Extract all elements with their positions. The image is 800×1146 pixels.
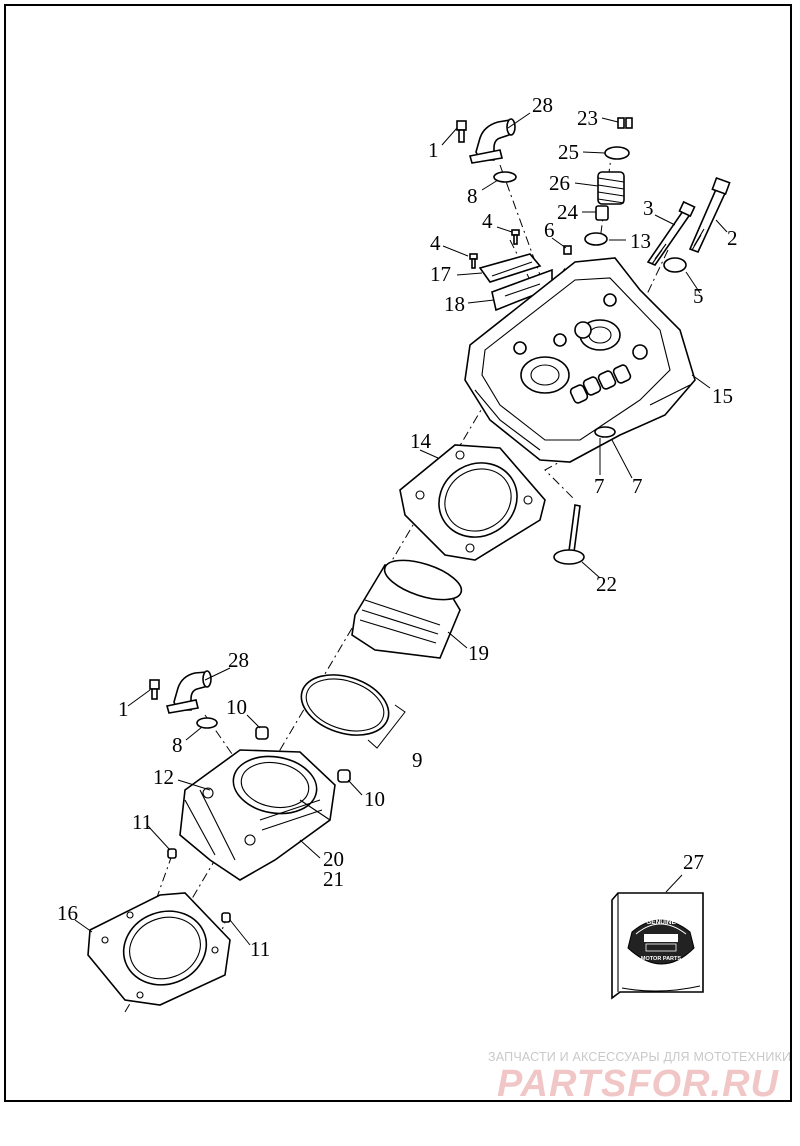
part-4-screw-a — [469, 253, 478, 269]
part-23-keepers — [617, 117, 633, 129]
callout-9: 9 — [412, 748, 423, 772]
callout-12: 12 — [153, 765, 174, 789]
callout-labels: 1 28 8 23 25 26 24 13 3 2 4 4 6 17 18 5 … — [57, 93, 738, 961]
callout-20: 20 — [323, 847, 344, 871]
callout-4-b: 4 — [430, 231, 441, 255]
callout-1-bottom: 1 — [118, 697, 129, 721]
callout-25: 25 — [558, 140, 579, 164]
part-10-dowel-b — [337, 769, 351, 783]
watermark: ЗАПЧАСТИ И АКСЕССУАРЫ ДЛЯ МОТОТЕХНИКИ PA… — [488, 1050, 792, 1105]
badge-bottom-text: MOTOR PARTS — [641, 956, 681, 962]
part-16-base-gasket — [87, 892, 231, 1006]
part-22-valve — [553, 504, 585, 565]
callout-10-a: 10 — [226, 695, 247, 719]
part-11-dowel-a — [167, 848, 177, 859]
callout-7-b: 7 — [632, 474, 643, 498]
part-19-piston — [351, 559, 463, 659]
part-6-dowel — [563, 245, 572, 255]
callout-23: 23 — [577, 106, 598, 130]
badge-top-text: GENUINE — [646, 919, 676, 926]
watermark-tagline: ЗАПЧАСТИ И АКСЕССУАРЫ ДЛЯ МОТОТЕХНИКИ — [488, 1050, 792, 1064]
part-17-clamp — [478, 253, 542, 283]
part-4-screw-b — [511, 229, 520, 245]
callout-8-bottom: 8 — [172, 733, 183, 757]
part-10-dowel-a — [255, 726, 269, 740]
part-14-head-gasket — [399, 444, 546, 561]
part-28-elbow-bottom — [165, 670, 212, 714]
callout-24: 24 — [557, 200, 579, 224]
callout-7-a: 7 — [594, 474, 605, 498]
part-25-retainer — [604, 146, 630, 160]
part-1-bolt-bottom — [149, 679, 160, 700]
diagram-frame — [4, 4, 792, 1102]
callout-2: 2 — [727, 226, 738, 250]
callout-8-top: 8 — [467, 184, 478, 208]
callout-16: 16 — [57, 901, 78, 925]
callout-28-bottom: 28 — [228, 648, 249, 672]
callout-17: 17 — [430, 262, 451, 286]
part-26-valve-spring — [597, 171, 625, 205]
part-9-piston-rings — [300, 674, 406, 749]
part-24-valve-seal — [595, 205, 609, 221]
part-2-head-bolt — [688, 176, 731, 254]
part-20-21-cylinder — [179, 749, 336, 881]
callout-13: 13 — [630, 229, 651, 253]
callout-10-b: 10 — [364, 787, 385, 811]
part-8-oring-bottom — [196, 717, 218, 729]
watermark-logo-text: PARTSFOR.RU — [497, 1063, 779, 1105]
leader-lines — [74, 112, 728, 946]
genuine-motor-parts-logo: GENUINE MOTOR PARTS — [627, 919, 695, 965]
part-28-elbow-top — [468, 118, 516, 164]
part-3-head-bolt — [646, 200, 696, 266]
callout-11-b: 11 — [250, 937, 270, 961]
callout-14: 14 — [410, 429, 432, 453]
callout-21: 21 — [323, 867, 344, 891]
callout-1-top: 1 — [428, 138, 439, 162]
part-5-washer — [663, 257, 687, 273]
callout-15: 15 — [712, 384, 733, 408]
callout-26: 26 — [549, 171, 570, 195]
callout-27: 27 — [683, 850, 704, 874]
part-11-dowel-b — [221, 912, 231, 923]
callout-28-top: 28 — [532, 93, 553, 117]
part-1-bolt-top — [456, 120, 467, 143]
callout-3: 3 — [643, 196, 654, 220]
callout-18: 18 — [444, 292, 465, 316]
callout-6: 6 — [544, 218, 555, 242]
part-15-cylinder-head — [464, 257, 696, 463]
part-8-oring-top — [493, 171, 517, 183]
callout-19: 19 — [468, 641, 489, 665]
callout-4-a: 4 — [482, 209, 493, 233]
part-13-spring-seat — [584, 232, 608, 246]
callout-5: 5 — [693, 284, 704, 308]
callout-22: 22 — [596, 572, 617, 596]
callout-11-a: 11 — [132, 810, 152, 834]
